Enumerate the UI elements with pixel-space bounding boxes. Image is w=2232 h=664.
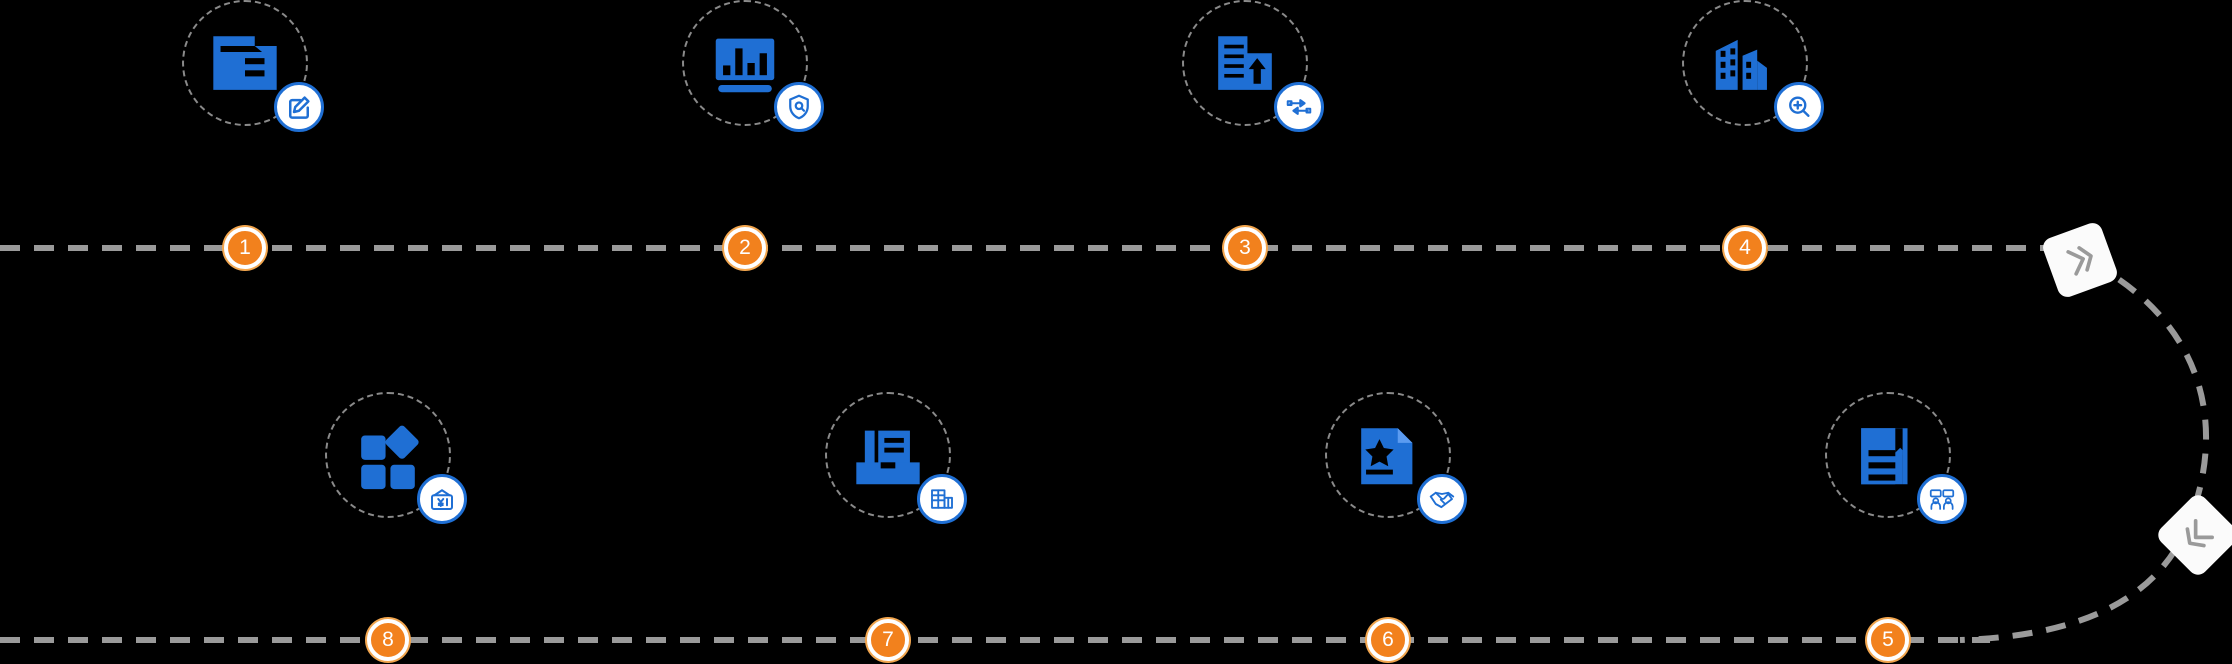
timeline-marker-3[interactable]: 3 — [1224, 227, 1266, 269]
double-chevron-right-icon — [2066, 246, 2093, 276]
building-grid-icon — [931, 489, 953, 509]
yen-wallet-icon — [431, 489, 453, 510]
handshake-icon — [1429, 491, 1455, 509]
node-step-3[interactable] — [1182, 0, 1324, 132]
badge-handshake[interactable] — [1417, 474, 1467, 524]
node-step-1[interactable] — [182, 0, 324, 132]
certificate-star-icon — [1361, 428, 1413, 485]
timeline-marker-8[interactable]: 8 — [367, 619, 409, 661]
badge-edit-square[interactable] — [274, 82, 324, 132]
shield-search-icon — [789, 94, 809, 120]
folder-document-icon — [213, 36, 277, 90]
descend-chevron-chip[interactable] — [2154, 491, 2232, 579]
node-step-8[interactable] — [325, 392, 467, 524]
document-upload-icon — [1218, 36, 1272, 90]
modules-blocks-icon — [361, 425, 419, 490]
badge-yen-wallet[interactable] — [417, 474, 467, 524]
document-lines-icon — [1861, 428, 1908, 485]
node-step-4[interactable] — [1682, 0, 1824, 132]
timeline-marker-4[interactable]: 4 — [1724, 227, 1766, 269]
timeline-marker-1[interactable]: 1 — [224, 227, 266, 269]
badge-shield-search[interactable] — [774, 82, 824, 132]
edit-square-icon — [289, 96, 310, 119]
timeline-marker-5[interactable]: 5 — [1867, 619, 1909, 661]
forward-chevron-chip[interactable] — [2040, 220, 2120, 300]
meeting-people-icon — [1929, 489, 1955, 510]
badge-building-grid[interactable] — [917, 474, 967, 524]
magnifier-plus-icon — [1789, 96, 1810, 117]
node-step-7[interactable] — [825, 392, 967, 524]
double-chevron-down-left-icon — [2185, 519, 2214, 548]
city-buildings-icon — [1715, 39, 1767, 90]
badge-magnifier-plus[interactable] — [1774, 82, 1824, 132]
badge-meeting-people[interactable] — [1917, 474, 1967, 524]
node-step-5[interactable] — [1825, 392, 1967, 524]
node-step-2[interactable] — [682, 0, 824, 132]
timeline-marker-6[interactable]: 6 — [1367, 619, 1409, 661]
u-turn-dashed-curve — [1959, 259, 2209, 643]
archive-box-icon — [856, 430, 920, 485]
node-step-6[interactable] — [1325, 392, 1467, 524]
timeline-marker-7[interactable]: 7 — [867, 619, 909, 661]
timeline-marker-2[interactable]: 2 — [724, 227, 766, 269]
badge-data-exchange[interactable] — [1274, 82, 1324, 132]
data-exchange-arrows-icon — [1286, 99, 1312, 115]
dashboard-bar-chart-icon — [715, 38, 775, 93]
